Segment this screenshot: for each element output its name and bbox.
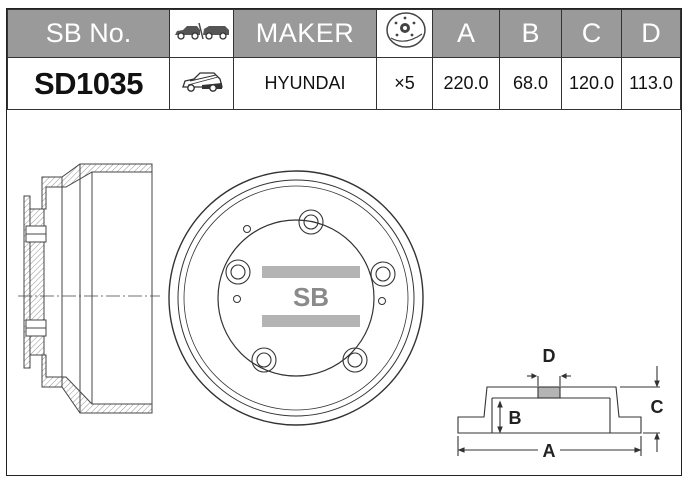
- dim-b-value: 68.0: [499, 57, 562, 110]
- bolt-hole: [251, 347, 277, 373]
- dim-b-header: B: [499, 9, 562, 58]
- dimension-diagram: [457, 366, 660, 456]
- dim-d-header: D: [621, 9, 681, 58]
- dim-a-label: A: [543, 441, 556, 461]
- drum-holes-icon: [385, 12, 426, 48]
- dim-a-value: 220.0: [432, 57, 500, 110]
- dim-d-label: D: [543, 346, 556, 366]
- bolt-hole: [298, 209, 324, 235]
- sb-no-header: SB No.: [7, 9, 170, 58]
- vehicles-header-cell: [169, 9, 234, 58]
- dim-d-value: 113.0: [621, 57, 681, 110]
- car-suv-icon: [174, 22, 229, 40]
- holes-header-cell: [376, 9, 433, 58]
- dim-c-label: C: [651, 397, 664, 417]
- dim-a-header: A: [432, 9, 500, 58]
- bolt-hole: [370, 261, 396, 287]
- brand-bar-top: [262, 266, 360, 278]
- maker-value: HYUNDAI: [233, 57, 377, 110]
- bolt-hole: [342, 347, 368, 373]
- bolt-hole: [225, 259, 251, 285]
- drum-section-view: [18, 163, 160, 414]
- maker-header: MAKER: [233, 9, 377, 58]
- spec-table: SB No. MAKER: [7, 9, 681, 110]
- product-sheet: SB No. MAKER: [6, 8, 682, 476]
- dim-b-label: B: [509, 408, 522, 428]
- sb-no-value: SD1035: [7, 57, 170, 110]
- drum-front-view: [168, 170, 424, 426]
- dim-c-value: 120.0: [561, 57, 622, 110]
- car-side-icon: [181, 72, 223, 92]
- brand-bar-bottom: [262, 315, 360, 327]
- header-row: SB No. MAKER: [7, 9, 681, 58]
- brand-logo: SB: [293, 282, 329, 312]
- value-row: SD1035 HYUNDAI ×5 220.0 68.0 120.0 113.0: [7, 57, 681, 110]
- dim-c-header: C: [561, 9, 622, 58]
